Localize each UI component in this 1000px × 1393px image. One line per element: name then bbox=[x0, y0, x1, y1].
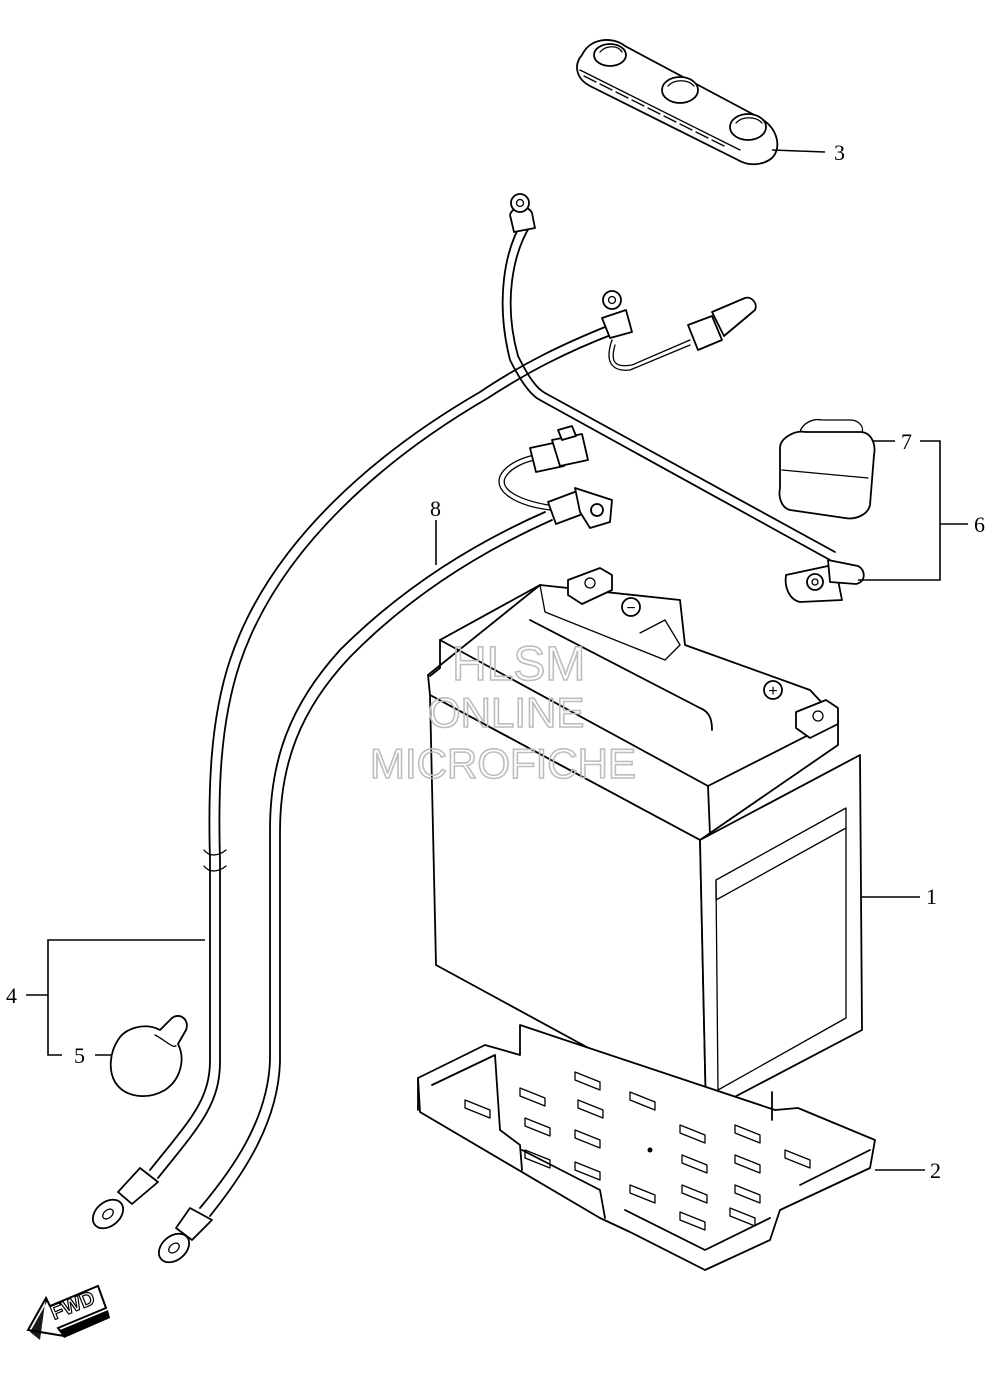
callout-5: 5 bbox=[74, 1043, 85, 1068]
callout-6: 6 bbox=[974, 512, 985, 537]
callout-2: 2 bbox=[930, 1158, 941, 1183]
negative-terminal bbox=[567, 567, 613, 605]
positive-mark: + bbox=[768, 683, 777, 700]
part-4-battery-cable[interactable] bbox=[87, 193, 836, 1234]
part-2-battery-tray[interactable] bbox=[417, 1024, 876, 1271]
callout-7: 7 bbox=[901, 429, 912, 454]
callout-4: 4 bbox=[6, 983, 17, 1008]
positive-terminal bbox=[795, 699, 839, 739]
tray-slots bbox=[464, 1071, 811, 1231]
watermark-line-3: MICROFICHE bbox=[370, 740, 636, 787]
watermark-line-1: HLSM bbox=[452, 638, 585, 691]
part-5-rubber-boot[interactable] bbox=[109, 1015, 188, 1097]
callout-3: 3 bbox=[834, 140, 845, 165]
negative-mark: − bbox=[626, 600, 635, 617]
watermark-line-2: ONLINE bbox=[428, 689, 584, 736]
callout-1: 1 bbox=[926, 884, 937, 909]
fwd-arrow: FWD bbox=[26, 1284, 110, 1340]
part-3-terminal-cover[interactable] bbox=[576, 39, 779, 166]
watermark: HLSM ONLINE MICROFICHE bbox=[369, 637, 637, 788]
part-1-battery[interactable]: − + bbox=[427, 567, 863, 1113]
part-7-terminal-cap[interactable] bbox=[778, 418, 876, 520]
part-6-cable-terminal[interactable] bbox=[784, 559, 865, 603]
part-8-positive-cable[interactable] bbox=[153, 425, 613, 1268]
leader-lines bbox=[26, 149, 968, 1171]
callout-8: 8 bbox=[430, 496, 441, 521]
